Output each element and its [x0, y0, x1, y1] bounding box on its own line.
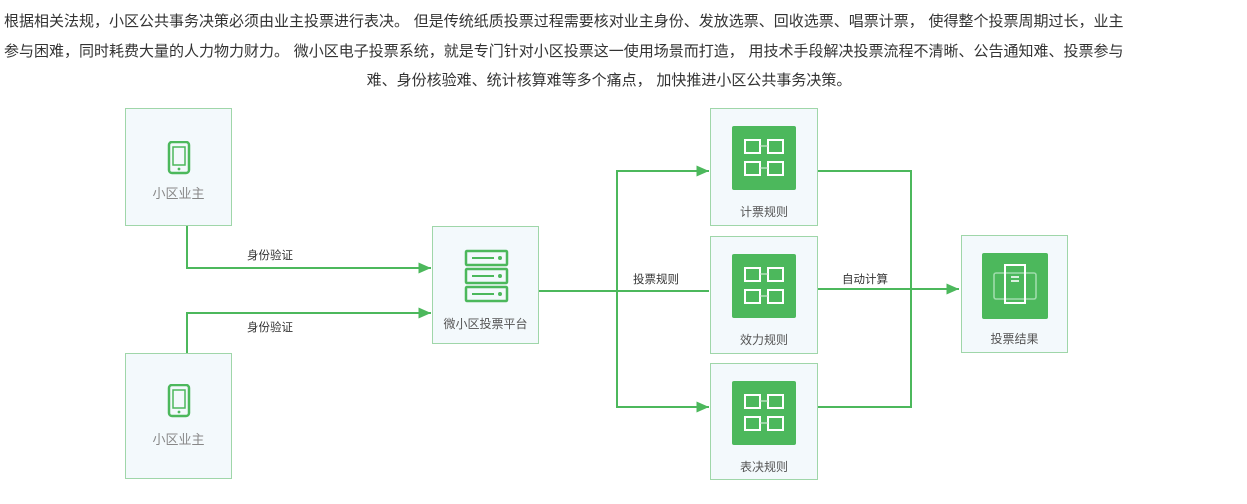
edge-to-count-rule: [616, 165, 709, 291]
edge-owner-bottom-to-platform: [186, 307, 431, 353]
grid-network-icon: [732, 254, 796, 318]
intro-paragraph: 根据相关法规，小区公共事务决策必须由业主投票进行表决。 但是传统纸质投票过程需要…: [4, 7, 1214, 96]
intro-line: 参与困难，同时耗费大量的人力物力财力。 微小区电子投票系统，就是专门针对小区投票…: [4, 41, 1124, 60]
platform-label: 微小区投票平台: [443, 317, 528, 331]
owner-label: 小区业主: [152, 187, 205, 202]
auto-count-label: 自动计算: [842, 272, 888, 286]
owner-node: 小区业主: [125, 353, 232, 479]
count-rule-label: 计票规则: [739, 205, 788, 219]
validity-rule-label: 效力规则: [739, 333, 788, 347]
decision-rule-node: 表决规则: [710, 363, 818, 480]
mobile-phone-icon: [167, 384, 191, 418]
intro-line: 难、身份核验难、统计核算难等多个痛点， 加快推进小区公共事务决策。: [366, 71, 852, 89]
decision-rule-label: 表决规则: [739, 460, 788, 474]
result-node: 投票结果: [961, 235, 1068, 353]
edge-owner-top-to-platform: [186, 226, 431, 274]
edge-count-rule-out: [818, 170, 912, 291]
server-rack-icon: [464, 249, 509, 303]
owner-node: 小区业主: [125, 108, 232, 226]
result-label: 投票结果: [990, 332, 1039, 346]
grid-network-icon: [732, 126, 796, 190]
count-rule-node: 计票规则: [710, 108, 818, 226]
document-icon: [982, 253, 1048, 319]
intro-line: 根据相关法规，小区公共事务决策必须由业主投票进行表决。 但是传统纸质投票过程需要…: [4, 12, 1124, 30]
voting-rules-label: 投票规则: [633, 272, 679, 286]
edge-decision-rule-out: [818, 291, 912, 408]
edge-to-decision-rule: [616, 291, 709, 413]
owner-label: 小区业主: [152, 433, 205, 448]
identity-verify-label: 身份验证: [247, 248, 293, 262]
identity-verify-label: 身份验证: [247, 320, 293, 334]
mobile-phone-icon: [167, 141, 191, 175]
grid-network-icon: [732, 381, 796, 445]
platform-node: 微小区投票平台: [432, 226, 539, 344]
validity-rule-node: 效力规则: [710, 236, 818, 354]
